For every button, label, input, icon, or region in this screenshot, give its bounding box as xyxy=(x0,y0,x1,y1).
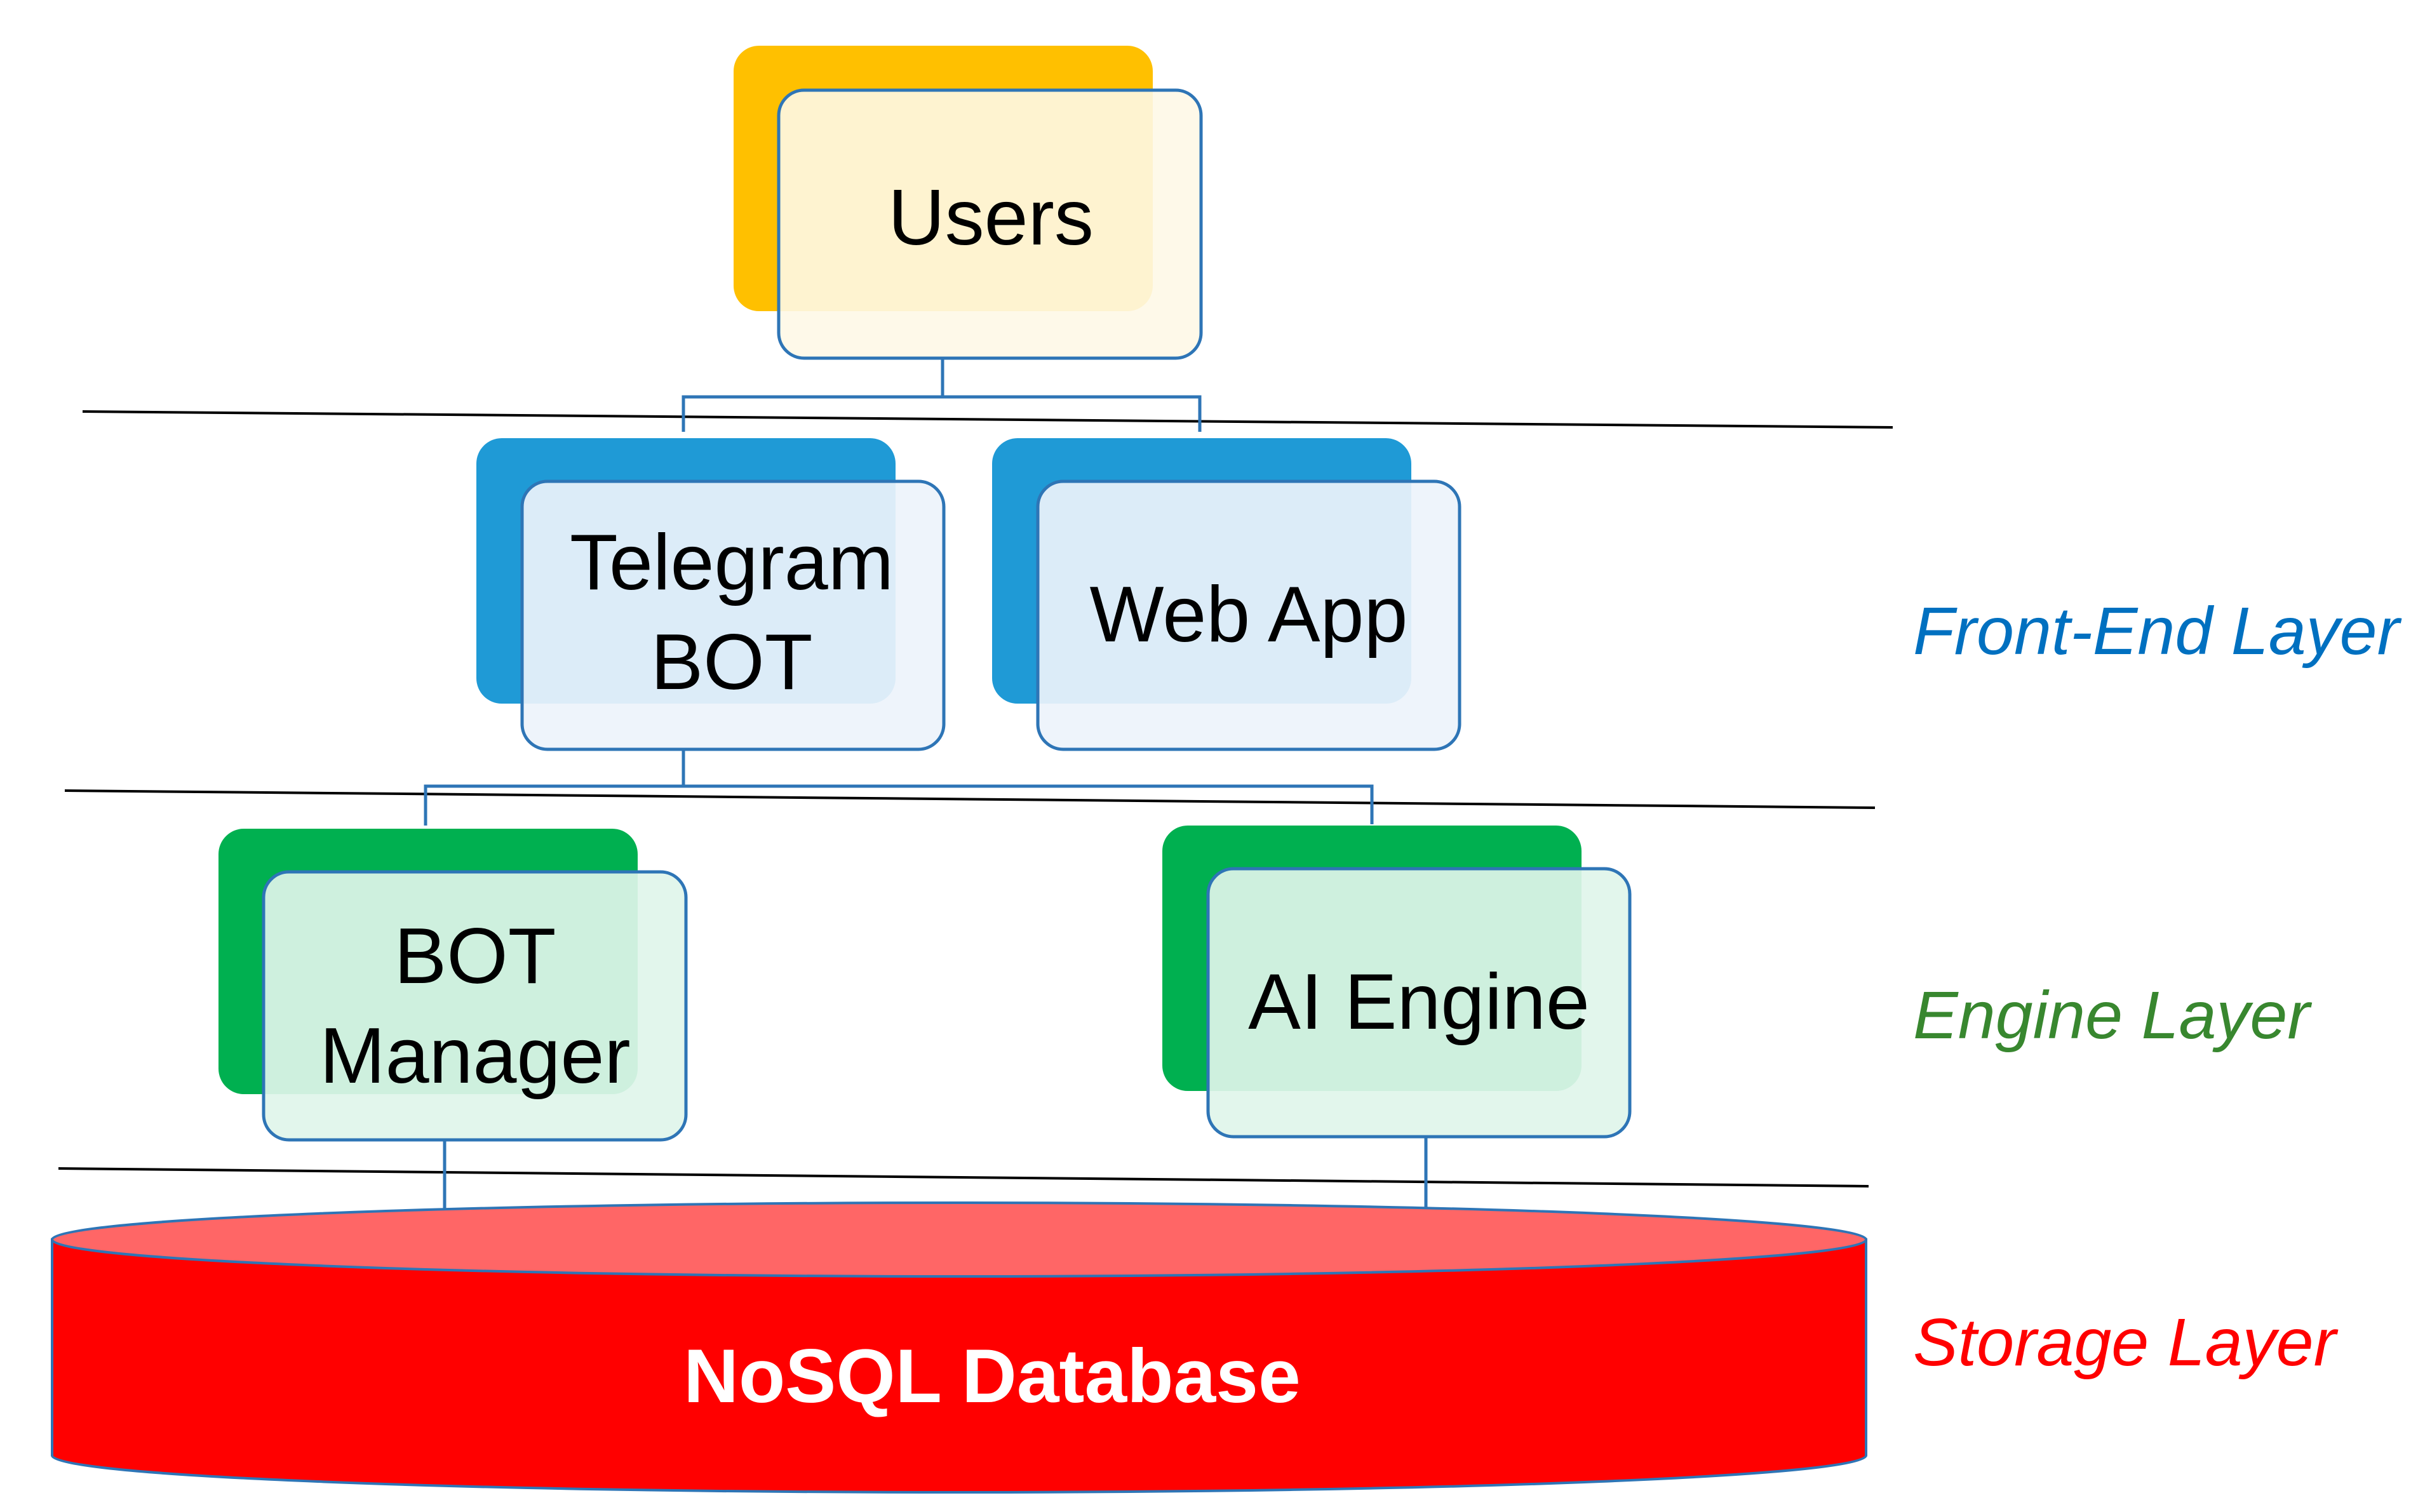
connectors xyxy=(424,359,1428,1213)
bot-manager-node-label-line2: Manager xyxy=(319,1012,630,1100)
storage-layer-label: Storage Layer xyxy=(1913,1305,2339,1380)
users-node-label: Users xyxy=(888,174,1094,262)
bot-manager-node-card xyxy=(262,870,688,1142)
database-label: NoSQL Database xyxy=(683,1334,1300,1419)
telegram-bot-node-card xyxy=(520,479,946,751)
bot-manager-node-label-line1: BOT xyxy=(394,913,556,1000)
connector-telegram-to-aiengine xyxy=(683,784,1374,824)
database-top xyxy=(51,1201,1867,1278)
ai-engine-node-card xyxy=(1206,867,1632,1139)
nosql-database[interactable]: NoSQL Database xyxy=(51,1201,1867,1494)
web-app-node[interactable]: Web App xyxy=(992,438,1461,751)
web-app-node-card xyxy=(1036,479,1461,751)
telegram-bot-node-label-line2: BOT xyxy=(651,619,813,706)
telegram-bot-node-label-line1: Telegram xyxy=(570,519,894,606)
web-app-node-label: Web App xyxy=(1090,571,1408,659)
users-node[interactable]: Users xyxy=(734,46,1203,360)
bot-manager-node[interactable]: BOT Manager xyxy=(218,829,688,1142)
divider-line-users-frontend xyxy=(82,410,1893,429)
front-end-layer-label: Front-End Layer xyxy=(1913,594,2402,669)
engine-layer-label: Engine Layer xyxy=(1913,978,2312,1053)
connector-users-to-frontend xyxy=(682,359,944,432)
divider-line-engine-storage xyxy=(58,1167,1869,1188)
connector-users-to-webapp xyxy=(943,395,1202,432)
divider-line-frontend-engine xyxy=(64,789,1876,809)
ai-engine-node[interactable]: AI Engine xyxy=(1162,826,1632,1139)
connector-telegram-to-botmanager xyxy=(424,749,685,826)
users-node-card xyxy=(777,88,1203,360)
database-body xyxy=(51,1238,1867,1494)
telegram-bot-node[interactable]: Telegram BOT xyxy=(476,438,946,751)
ai-engine-node-label: AI Engine xyxy=(1248,958,1590,1046)
